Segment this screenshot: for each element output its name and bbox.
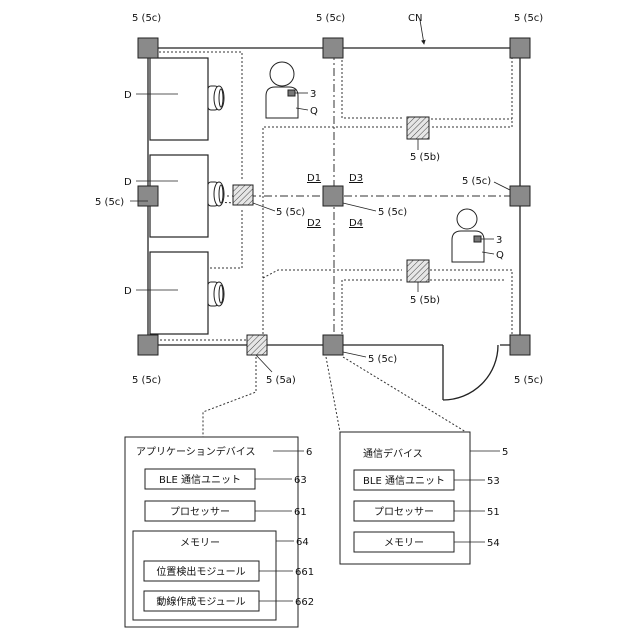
person-device-icon xyxy=(474,236,481,242)
node-5c xyxy=(138,186,158,206)
node-5c xyxy=(510,186,530,206)
position-detection-module-ref: 661 xyxy=(295,567,314,578)
chair-icon xyxy=(208,282,224,306)
application-device-box: アプリケーションデバイス 6 BLE 通信ユニット 63 プロセッサー 61 メ… xyxy=(125,437,314,627)
node-5c xyxy=(323,335,343,355)
node-5c xyxy=(510,38,530,58)
node-5b xyxy=(407,117,429,139)
flowline-creation-module-ref: 662 xyxy=(295,597,314,608)
desk-3 xyxy=(150,252,208,334)
node-5b xyxy=(407,260,429,282)
desk-label: D xyxy=(124,177,132,188)
node-label: 5 (5b) xyxy=(410,152,440,163)
node-label: 5 (5c) xyxy=(276,207,305,218)
comm-ble-unit-label: BLE 通信ユニット xyxy=(363,475,445,487)
node-label: 5 (5c) xyxy=(132,13,161,24)
app-memory-ref: 64 xyxy=(296,537,309,548)
person-2 xyxy=(452,209,494,262)
person-label: Q xyxy=(310,106,318,117)
desk-label: D xyxy=(124,90,132,101)
person-device-label: 3 xyxy=(310,89,316,100)
area-label-d1: D1 xyxy=(307,173,321,184)
node-5c xyxy=(323,186,343,206)
node-label: 5 (5a) xyxy=(266,375,296,386)
position-detection-module-label: 位置検出モジュール xyxy=(156,565,245,578)
communication-device-ref: 5 xyxy=(502,447,508,458)
desk-2 xyxy=(150,155,208,237)
comm-memory-ref: 54 xyxy=(487,538,500,549)
flowline-creation-module-label: 動線作成モジュール xyxy=(156,595,245,608)
node-5c xyxy=(138,335,158,355)
application-device-ref: 6 xyxy=(306,447,312,458)
detail-connectors xyxy=(203,357,466,437)
person-label: Q xyxy=(496,250,504,261)
comm-processor-ref: 51 xyxy=(487,507,500,518)
chair-group xyxy=(208,86,224,306)
node-label: 5 (5c) xyxy=(368,354,397,365)
app-memory-label: メモリー xyxy=(180,538,220,549)
node-5c-hatched xyxy=(233,185,253,205)
node-label: 5 (5c) xyxy=(514,13,543,24)
node-5c xyxy=(138,38,158,58)
communication-device-title: 通信デバイス xyxy=(363,447,423,460)
person-device-icon xyxy=(288,90,295,96)
comm-processor-label: プロセッサー xyxy=(374,506,434,518)
app-processor-ref: 61 xyxy=(294,507,307,518)
node-label: 5 (5b) xyxy=(410,295,440,306)
node-label: 5 (5c) xyxy=(132,375,161,386)
node-5c xyxy=(510,335,530,355)
comm-ble-unit-ref: 53 xyxy=(487,476,500,487)
area-label-d4: D4 xyxy=(349,218,363,229)
node-label: 5 (5c) xyxy=(462,176,491,187)
app-processor-label: プロセッサー xyxy=(170,506,230,518)
person-device-label: 3 xyxy=(496,235,502,246)
person-1 xyxy=(266,62,308,118)
node-group-5b-5a xyxy=(247,117,429,355)
communication-device-box: 通信デバイス 5 BLE 通信ユニット 53 プロセッサー 51 メモリー 54 xyxy=(340,432,508,564)
node-label: 5 (5c) xyxy=(514,375,543,386)
comm-memory-label: メモリー xyxy=(384,538,424,549)
area-label-d2: D2 xyxy=(307,218,321,229)
node-5c xyxy=(323,38,343,58)
app-ble-unit-ref: 63 xyxy=(294,475,307,486)
application-device-title: アプリケーションデバイス xyxy=(136,445,256,458)
chair-icon xyxy=(208,86,224,110)
node-label: 5 (5c) xyxy=(316,13,345,24)
desk-1 xyxy=(150,58,208,140)
node-5a xyxy=(247,335,267,355)
node-label: 5 (5c) xyxy=(378,207,407,218)
door xyxy=(443,345,498,400)
area-label-d3: D3 xyxy=(349,173,363,184)
node-label: 5 (5c) xyxy=(95,197,124,208)
network-label: CN xyxy=(408,13,422,24)
desk-label: D xyxy=(124,286,132,297)
app-ble-unit-label: BLE 通信ユニット xyxy=(159,474,241,486)
chair-icon xyxy=(208,182,224,206)
